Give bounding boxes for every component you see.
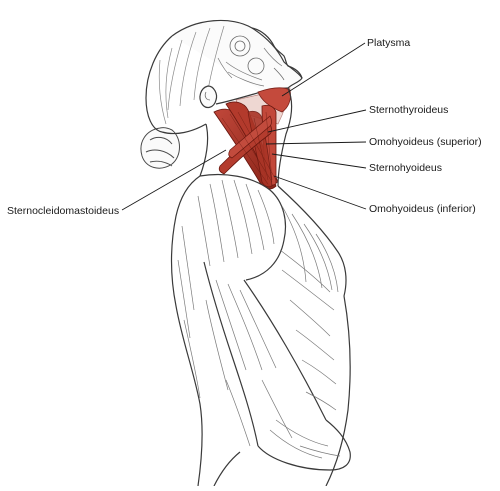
leader-omohyoideus-superior	[265, 141, 367, 145]
torso	[170, 173, 351, 487]
label-omohyoideus-superior: Omohyoideus (superior)	[369, 136, 482, 148]
label-sternothyroideus: Sternothyroideus	[369, 104, 449, 116]
leader-sternocleidomastoideus	[121, 149, 227, 211]
label-sternocleidomastoideus: Sternocleidomastoideus	[7, 205, 120, 217]
leader-lines	[121, 42, 367, 211]
label-omohyoideus-inferior: Omohyoideus (inferior)	[369, 203, 476, 215]
leader-platysma	[281, 42, 366, 97]
leader-sternohyoideus	[271, 153, 367, 169]
hair-bun	[140, 127, 180, 169]
head	[145, 19, 303, 135]
neck-outline	[199, 87, 293, 187]
leader-omohyoideus-inferior	[273, 175, 367, 210]
leader-sternothyroideus	[267, 109, 367, 133]
torso-muscle-sketch	[177, 179, 341, 459]
label-platysma: Platysma	[367, 37, 411, 49]
label-sternohyoideus: Sternohyoideus	[369, 162, 442, 174]
